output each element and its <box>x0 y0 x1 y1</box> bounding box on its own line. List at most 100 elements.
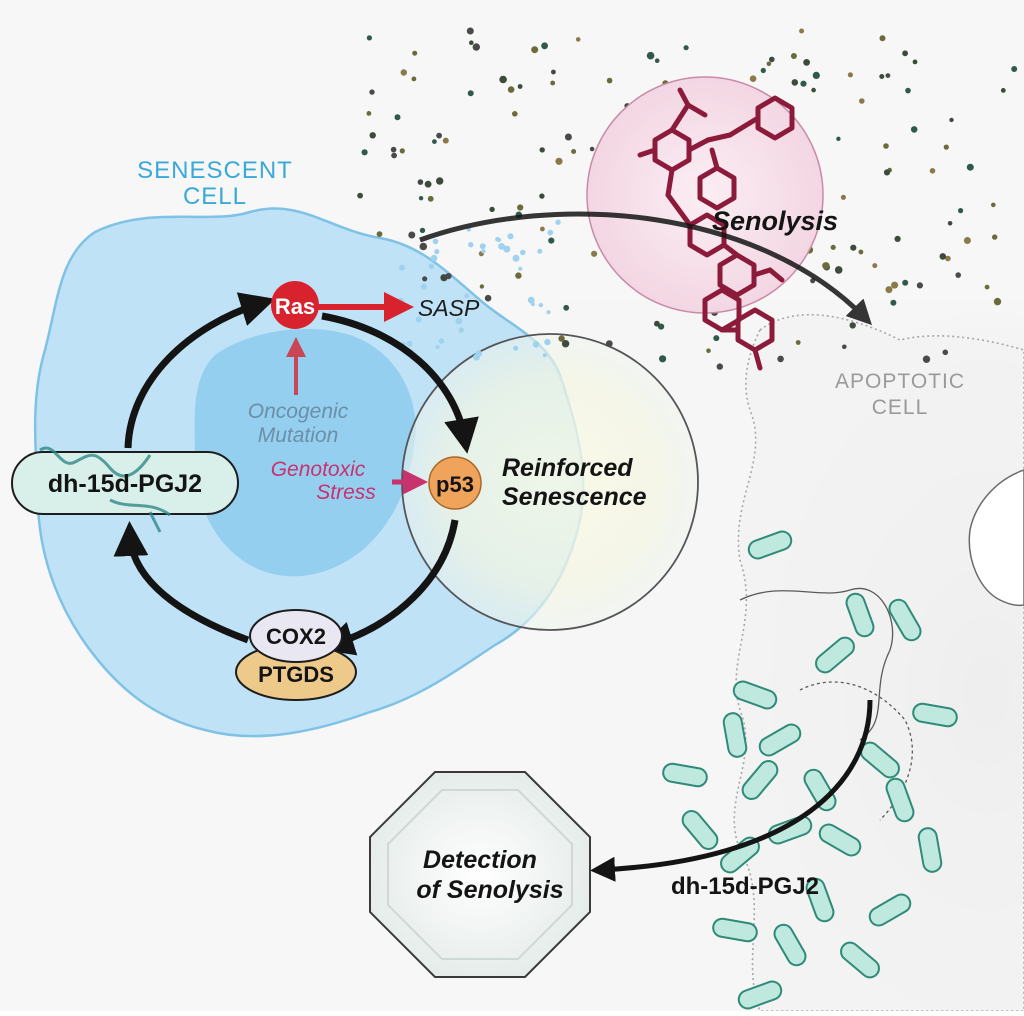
pgj2-particle <box>885 777 915 823</box>
sasp-dot <box>419 227 426 234</box>
sasp-dot <box>408 231 416 239</box>
sasp-dot <box>791 79 799 86</box>
cox2-node <box>249 609 343 663</box>
ras-label: Ras <box>275 294 315 319</box>
sasp-dot <box>716 363 723 370</box>
oncogenic-label-2: Mutation <box>258 424 339 447</box>
sasp-dot <box>369 132 376 139</box>
sasp-dot <box>706 348 711 354</box>
sasp-dot <box>883 169 891 176</box>
sasp-dot <box>571 149 577 154</box>
sasp-dot <box>894 235 901 242</box>
sasp-dot <box>472 43 480 51</box>
detection-label-1: Detection <box>423 846 537 874</box>
sasp-dot <box>361 149 368 156</box>
sasp-dot <box>503 245 511 253</box>
sasp-dot <box>769 56 775 63</box>
sasp-dot <box>412 50 418 56</box>
sasp-dot <box>849 322 856 329</box>
sasp-dot <box>555 219 561 225</box>
pgj2-particle <box>845 592 875 638</box>
sasp-dot <box>467 90 474 97</box>
sasp-dot <box>418 196 424 201</box>
sasp-dot <box>394 114 401 121</box>
sasp-dot <box>541 42 548 50</box>
senolysis-label: Senolysis <box>712 206 838 236</box>
sasp-dot <box>922 355 931 363</box>
dh15d-right-label: dh-15d-PGJ2 <box>671 873 819 900</box>
sasp-dot <box>438 338 445 344</box>
sasp-dot <box>466 27 474 35</box>
sasp-dot <box>963 237 971 244</box>
sasp-dot <box>436 177 444 185</box>
sasp-dot <box>812 71 820 79</box>
sasp-dot <box>481 249 486 254</box>
sasp-dot <box>531 46 539 54</box>
sasp-dot <box>659 355 667 363</box>
sasp-dot <box>834 266 843 274</box>
pgj2-particle <box>917 827 943 873</box>
sasp-dot <box>910 126 918 133</box>
sasp-dot <box>955 272 961 278</box>
ras-node <box>271 281 319 329</box>
sasp-dot <box>883 143 889 149</box>
pgj2-particle <box>840 941 880 979</box>
sasp-dot <box>830 244 836 250</box>
sasp-dot <box>548 237 555 244</box>
sasp-dot <box>683 45 689 51</box>
sasp-dot <box>589 146 595 152</box>
sasp-dot <box>445 273 452 280</box>
sasp-dot <box>366 35 372 41</box>
sasp-dot <box>879 74 885 79</box>
pgj2-particle <box>747 530 793 560</box>
sasp-dot <box>836 136 841 141</box>
sasp-dot <box>422 276 428 282</box>
sasp-dot <box>591 250 598 257</box>
sasp-dot <box>555 157 563 165</box>
sasp-dot <box>885 73 891 78</box>
sasp-dot <box>992 234 998 240</box>
detection-octagon-inner <box>387 789 573 960</box>
sasp-dot <box>840 194 847 200</box>
sasp-dot <box>540 226 545 232</box>
pgj2-particle <box>805 877 835 923</box>
sasp-dot <box>795 340 801 345</box>
sasp-dot <box>489 206 495 213</box>
sasp-dot <box>430 254 438 262</box>
sasp-dot <box>484 294 492 302</box>
pgj2-particle <box>741 760 779 800</box>
sasp-dot <box>790 53 797 59</box>
sasp-dot <box>537 248 543 254</box>
sasp-dot <box>406 340 413 347</box>
sasp-dot <box>366 111 372 116</box>
sasp-dot <box>428 263 435 270</box>
sasp-dot <box>436 132 442 139</box>
sasp-dot <box>713 335 720 342</box>
sasp-dot <box>905 87 911 94</box>
sasp-dot <box>400 69 407 76</box>
sasp-dot <box>420 283 427 290</box>
sasp-dot <box>517 84 523 89</box>
sasp-dot <box>916 282 924 289</box>
sasp-dot <box>958 208 964 214</box>
apoptotic-label-2: CELL <box>872 396 929 419</box>
sasp-dot <box>561 340 570 348</box>
pgj2-particle <box>818 823 862 857</box>
pgj2-particle <box>912 702 958 728</box>
sasp-dot <box>551 69 556 75</box>
dh15d-left-label: dh-15d-PGJ2 <box>48 470 202 498</box>
sasp-dot <box>912 59 918 65</box>
p53-node <box>428 456 482 510</box>
sasp-dot <box>902 50 908 57</box>
reinforced-label-1: Reinforced <box>502 454 633 482</box>
sasp-dot <box>749 75 757 82</box>
sasp-dot <box>499 75 507 84</box>
sasp-dot <box>803 59 810 66</box>
sasp-dot <box>943 144 949 150</box>
sasp-dot <box>515 272 522 279</box>
sasp-dot <box>417 179 424 185</box>
pgj2-particle <box>681 810 719 850</box>
sasp-dot <box>376 231 383 238</box>
